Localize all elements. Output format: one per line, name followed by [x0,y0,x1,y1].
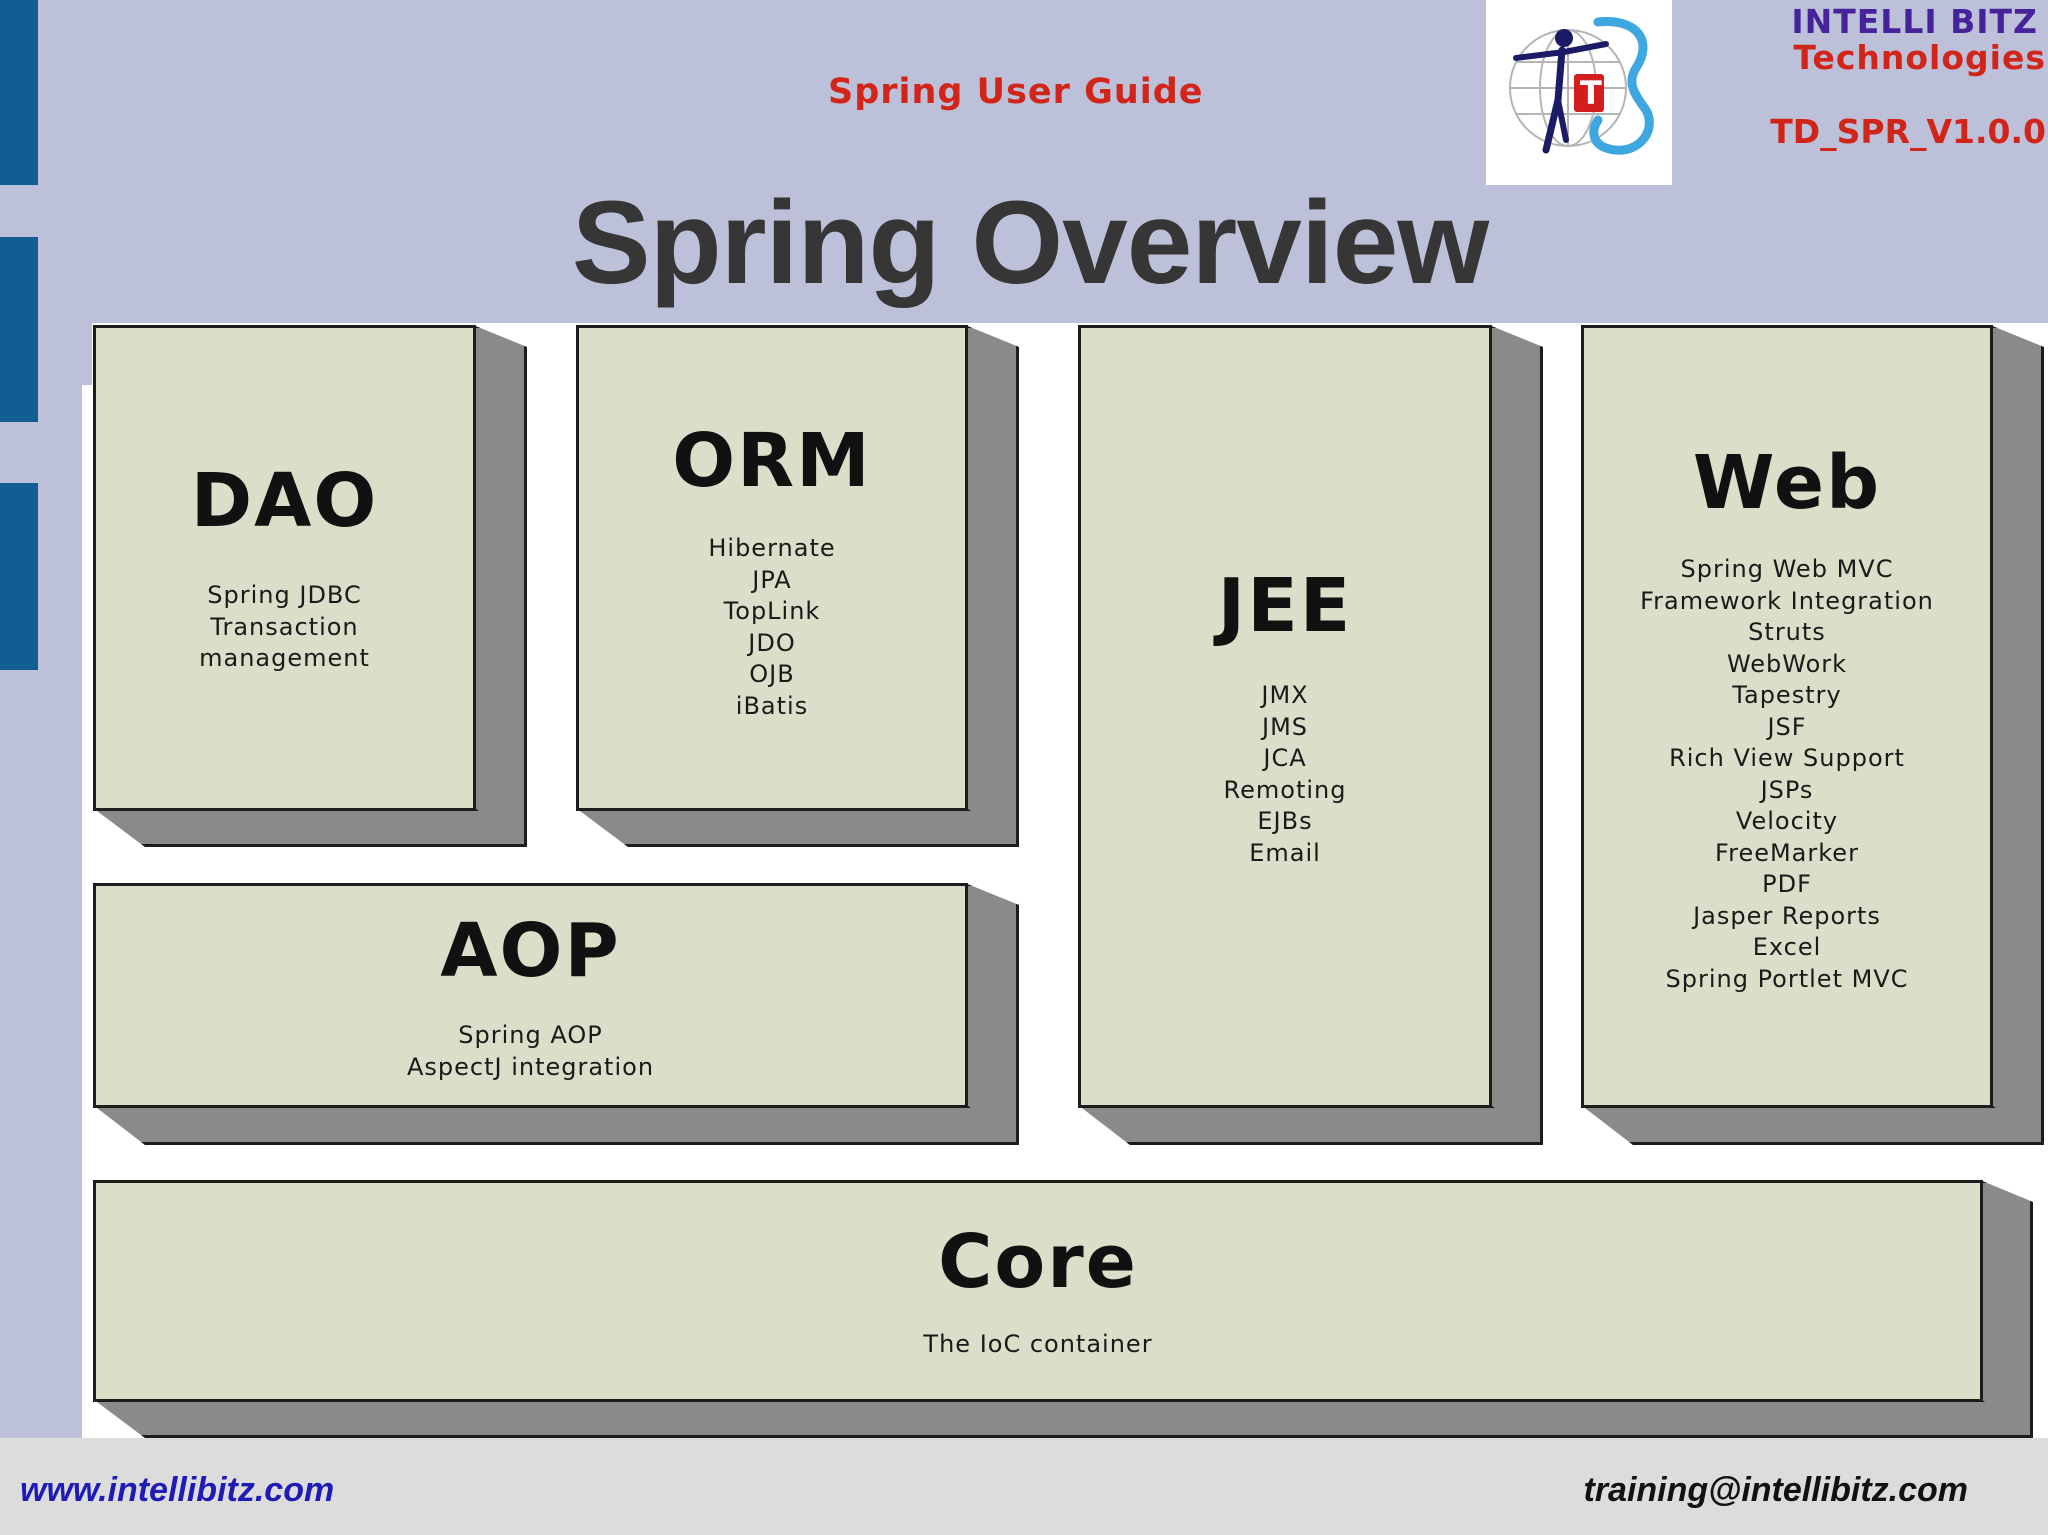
module-item: FreeMarker [1715,838,1859,867]
module-item: Hibernate [708,534,836,562]
page-title: Spring Overview [571,177,1489,309]
module-item: Spring AOP [458,1021,603,1049]
module-web: Web Spring Web MVC Framework Integration… [1581,325,2044,1145]
module-item: Spring Web MVC [1680,555,1894,583]
module-aop: AOP Spring AOP AspectJ integration [93,883,1019,1145]
module-jee-face: JEE JMX JMS JCA Remoting EJBs Email [1078,325,1492,1108]
module-item: Transaction [210,612,359,641]
module-jee: JEE JMX JMS JCA Remoting EJBs Email [1078,325,1543,1145]
module-item: Excel [1752,933,1822,961]
module-item: TopLink [723,597,821,625]
module-core-title: Core [938,1219,1138,1305]
module-web-items: Spring Web MVC Framework Integration Str… [1584,554,1990,995]
module-jee-bottom [1078,1105,1543,1145]
module-core: Core The IoC container [93,1180,2033,1438]
module-item: Spring Portlet MVC [1665,964,1909,993]
side-bar-top [0,0,38,185]
module-core-items: The IoC container [96,1329,1980,1361]
module-item: PDF [1762,870,1812,898]
module-item: The IoC container [923,1330,1153,1358]
header-subtitle: Spring User Guide [828,72,1204,112]
module-aop-side [965,883,1019,1145]
module-web-face: Web Spring Web MVC Framework Integration… [1581,325,1993,1108]
module-web-bottom [1581,1105,2044,1145]
module-core-face: Core The IoC container [93,1180,1983,1402]
module-item: JSPs [1760,775,1814,804]
module-orm: ORM Hibernate JPA TopLink JDO OJB iBatis [576,325,1019,847]
module-aop-items: Spring AOP AspectJ integration [96,1020,965,1083]
company-name: INTELLI BITZ [1791,2,2038,41]
module-item: JSF [1767,712,1807,741]
globe-logo-icon [1509,17,1654,155]
module-orm-bottom [576,808,1019,847]
module-orm-side [965,325,1019,847]
module-item: Spring JDBC [207,581,362,609]
module-item: Email [1249,838,1321,867]
module-item: EJBs [1257,807,1313,835]
module-dao-side [473,325,527,847]
module-item: JMX [1261,681,1309,709]
module-web-side [1990,325,2044,1145]
document-code: TD_SPR_V1.0.0 [1770,112,2046,151]
module-item: Rich View Support [1669,744,1905,772]
module-item: OJB [749,660,795,688]
module-item: Framework Integration [1640,586,1934,615]
module-item: WebWork [1726,649,1848,678]
module-item: JDO [748,628,796,657]
module-dao: DAO Spring JDBC Transaction management [93,325,527,847]
module-aop-bottom [93,1105,1019,1145]
company-logo: T [1486,0,1672,185]
module-item: AspectJ integration [406,1052,655,1081]
module-orm-items: Hibernate JPA TopLink JDO OJB iBatis [579,533,965,722]
module-item: Remoting [1223,775,1347,804]
module-item: JMS [1261,712,1309,741]
slide-edge [82,385,92,1438]
module-aop-face: AOP Spring AOP AspectJ integration [93,883,968,1108]
module-aop-title: AOP [440,908,621,994]
side-bar-bottom [0,483,38,670]
module-item: management [199,644,370,672]
website-link[interactable]: www.intellibitz.com [20,1471,335,1509]
module-core-bottom [93,1399,2033,1438]
module-dao-items: Spring JDBC Transaction management [96,580,473,675]
module-item: Velocity [1735,807,1839,835]
module-item: iBatis [735,691,809,720]
company-subname: Technologies [1793,38,2046,77]
module-orm-title: ORM [672,418,872,504]
side-bar-middle [0,237,38,422]
module-item: JPA [752,565,792,594]
email-link[interactable]: training@intellibitz.com [1583,1471,1969,1509]
logo-letter: T [1580,74,1602,112]
module-item: JCA [1263,744,1307,772]
module-item: Struts [1748,618,1826,646]
module-item: Tapestry [1732,681,1842,709]
module-jee-title: JEE [1217,563,1353,649]
module-orm-face: ORM Hibernate JPA TopLink JDO OJB iBatis [576,325,968,811]
module-web-title: Web [1692,440,1882,526]
module-jee-side [1489,325,1543,1145]
person-logo-icon [1513,29,1609,154]
module-dao-face: DAO Spring JDBC Transaction management [93,325,476,811]
module-item: Jasper Reports [1693,901,1881,930]
footer-bar [0,1438,2048,1535]
module-jee-items: JMX JMS JCA Remoting EJBs Email [1081,680,1489,869]
module-dao-title: DAO [190,458,379,544]
module-dao-bottom [93,808,527,847]
module-core-side [1980,1180,2033,1438]
